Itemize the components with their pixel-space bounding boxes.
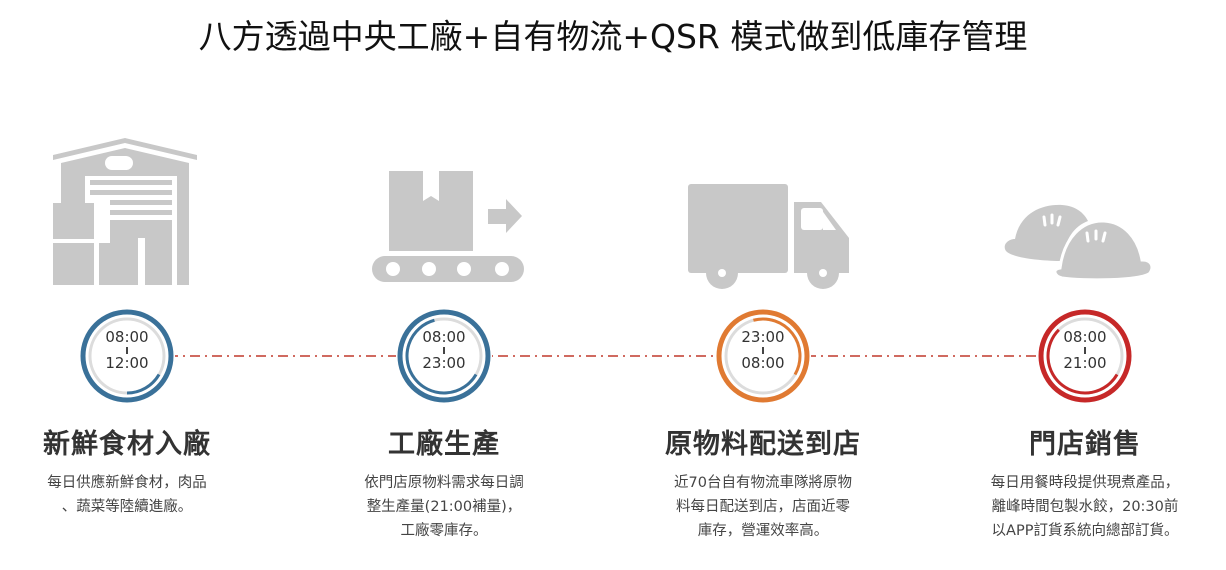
end-time: 12:00 (105, 354, 149, 372)
time-arc (126, 373, 161, 395)
end-time: 08:00 (741, 354, 785, 372)
truck-icon (688, 184, 849, 289)
step-title: 工廠生產 (388, 429, 500, 460)
time-ring: 23:00 08:00 (715, 308, 811, 404)
description-line: 近70台自有物流車隊將原物 (674, 475, 852, 491)
process-step-4: 08:00 21:00 門店銷售 每日用餐時段提供現煮產品， 離峰時間包製水餃，2… (925, 308, 1226, 543)
start-time: 08:00 (105, 328, 149, 346)
clock-ring-graphic (79, 308, 175, 404)
time-arc (1046, 328, 1119, 395)
clock-ring-graphic (396, 308, 492, 404)
time-separator (126, 347, 128, 354)
time-ring: 08:00 12:00 (79, 308, 175, 404)
step-description: 每日供應新鮮食材，肉品、蔬菜等陸續進廠。 (0, 471, 287, 519)
timeline-connector (168, 355, 1048, 357)
time-separator (443, 347, 445, 354)
description-line: 離峰時間包製水餃，20:30前 (991, 499, 1179, 515)
time-ring: 08:00 23:00 (396, 308, 492, 404)
step-description: 每日用餐時段提供現煮產品， 離峰時間包製水餃，20:30前以APP訂貨系統向總部訂… (925, 471, 1226, 543)
step-title: 門店銷售 (1029, 429, 1141, 460)
description-line: 整生產量(21:00補量)， (366, 499, 522, 515)
start-time: 23:00 (741, 328, 785, 346)
conveyor-box-icon (372, 171, 524, 282)
description-line: 以APP訂貨系統向總部訂貨。 (991, 523, 1179, 539)
clock-ring-graphic (1037, 308, 1133, 404)
description-line: 工廠零庫存。 (400, 523, 488, 539)
warehouse-icon (53, 138, 197, 286)
process-step-3: 23:00 08:00 原物料配送到店 近70台自有物流車隊將原物料每日配送到店… (603, 308, 923, 543)
step-description: 依門店原物料需求每日調整生產量(21:00補量)， 工廠零庫存。 (284, 471, 604, 543)
start-time: 08:00 (1063, 328, 1107, 346)
description-line: 每日用餐時段提供現煮產品， (990, 475, 1180, 491)
dumplings-icon (1004, 204, 1154, 282)
description-line: 每日供應新鮮食材，肉品 (47, 475, 207, 491)
page-title: 八方透過中央工廠+自有物流+QSR 模式做到低庫存管理 (198, 17, 1028, 56)
step-description: 近70台自有物流車隊將原物料每日配送到店，店面近零庫存，營運效率高。 (603, 471, 923, 543)
time-ring: 08:00 21:00 (1037, 308, 1133, 404)
process-step-1: 08:00 12:00 新鮮食材入廠 每日供應新鮮食材，肉品、蔬菜等陸續進廠。 (0, 308, 287, 519)
time-separator (1084, 347, 1086, 354)
description-line: 依門店原物料需求每日調 (364, 475, 524, 491)
time-arc (753, 317, 802, 376)
end-time: 23:00 (422, 354, 466, 372)
start-time: 08:00 (422, 328, 466, 346)
description-line: 、蔬菜等陸續進廠。 (61, 499, 193, 515)
step-title: 原物料配送到店 (665, 429, 861, 460)
end-time: 21:00 (1063, 354, 1107, 372)
process-step-2: 08:00 23:00 工廠生產 依門店原物料需求每日調整生產量(21:00補量… (284, 308, 604, 543)
time-separator (762, 347, 764, 354)
step-title: 新鮮食材入廠 (43, 429, 211, 460)
time-arc (405, 318, 478, 395)
clock-ring-graphic (715, 308, 811, 404)
description-line: 料每日配送到店，店面近零 (676, 499, 850, 515)
description-line: 庫存，營運效率高。 (697, 523, 829, 539)
